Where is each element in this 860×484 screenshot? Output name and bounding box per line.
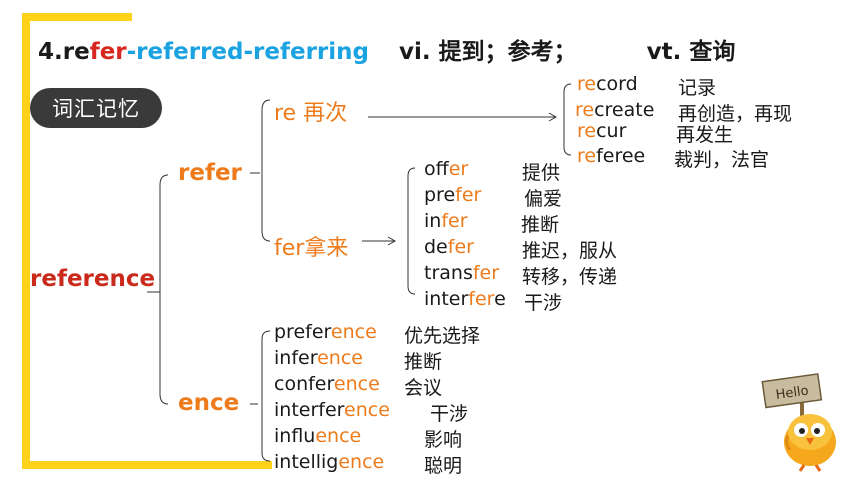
sub-re: re 再次 — [274, 101, 348, 126]
ence-word: influence — [274, 425, 362, 447]
ence-meaning: 聪明 — [424, 455, 463, 477]
ence-word: intelligence — [274, 451, 385, 473]
ence-meaning: 优先选择 — [404, 325, 481, 347]
frame-top-bar — [22, 13, 132, 21]
title-meaning-vt: vt. 查询 — [646, 39, 736, 65]
fer-meaning: 推迟，服从 — [522, 240, 618, 262]
fer-meaning: 推断 — [521, 214, 560, 236]
title-meaning-vi: vi. 提到；参考； — [399, 39, 577, 65]
title-prefix: 4.re — [38, 39, 90, 65]
fer-word: infer — [424, 210, 468, 232]
re-meaning: 记录 — [678, 77, 717, 99]
ence-word: inference — [274, 347, 363, 369]
sign-text: Hello — [775, 383, 810, 402]
hello-chick-illustration: Hello — [761, 373, 836, 472]
fer-word: interfere — [424, 288, 506, 310]
page-title: 4.refer-referred-referring vi. 提到；参考； vt… — [38, 32, 735, 66]
root-word: reference — [30, 266, 156, 292]
re-word: recur — [577, 120, 627, 142]
re-word: record — [577, 73, 638, 95]
re-meaning: 裁判，法官 — [674, 149, 770, 171]
title-root: fer — [89, 39, 127, 65]
vocab-memory-badge: 词汇记忆 — [30, 88, 162, 128]
fer-word: prefer — [424, 184, 482, 206]
re-meaning: 再发生 — [676, 124, 734, 146]
branch-refer: refer — [178, 160, 242, 186]
ence-meaning: 推断 — [404, 351, 443, 373]
ence-meaning: 会议 — [404, 377, 443, 399]
re-meaning: 再创造，再现 — [678, 103, 793, 125]
frame-left-bar — [22, 13, 30, 469]
ence-meaning: 干涉 — [430, 403, 469, 425]
title-forms: -referred-referring — [126, 39, 369, 65]
ence-word: interference — [274, 399, 390, 421]
fer-meaning: 转移，传递 — [522, 266, 618, 288]
frame-bottom-bar — [22, 461, 272, 469]
ence-meaning: 影响 — [424, 429, 463, 451]
sub-fer: fer拿来 — [274, 236, 349, 261]
re-word: referee — [577, 145, 646, 167]
fer-word: transfer — [424, 262, 500, 284]
fer-meaning: 偏爱 — [524, 188, 563, 210]
fer-word: offer — [424, 158, 469, 180]
re-word: recreate — [575, 99, 655, 121]
ence-word: preference — [274, 321, 377, 343]
fer-meaning: 提供 — [522, 162, 561, 184]
fer-word: defer — [424, 236, 474, 258]
branch-ence: ence — [178, 390, 240, 416]
fer-meaning: 干涉 — [524, 292, 563, 314]
ence-word: conference — [274, 373, 380, 395]
